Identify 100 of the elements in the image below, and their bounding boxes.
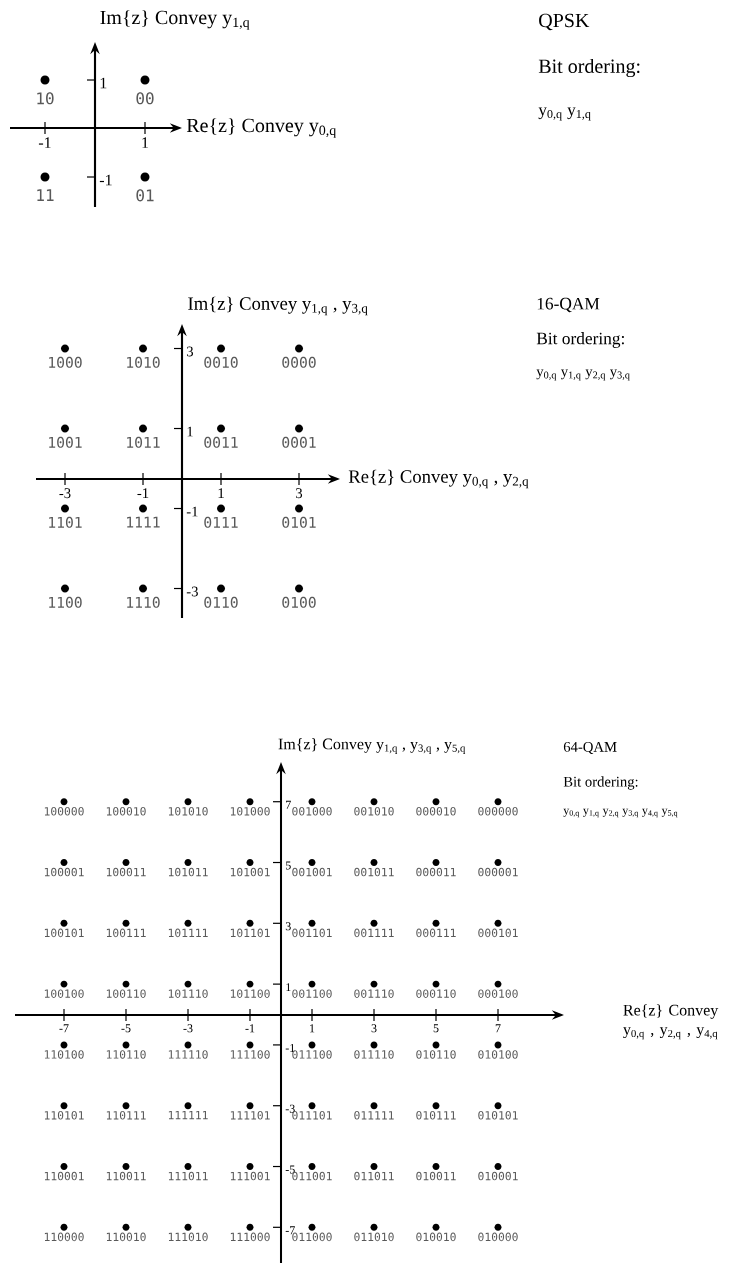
tick-label: -1: [137, 488, 149, 498]
bit-label: 011110: [354, 1050, 394, 1059]
bit-label: 010001: [478, 1171, 518, 1181]
bit-label: 1111: [127, 516, 160, 528]
panel-title: 64-QAM: [563, 741, 617, 755]
tick-label: 3: [296, 488, 303, 499]
bit-label: 110000: [44, 1232, 84, 1242]
tick-label: 3: [371, 1024, 377, 1033]
tick-label: 5: [433, 1024, 439, 1033]
bit-label: 001111: [354, 928, 394, 938]
tick-label: -3: [186, 586, 198, 597]
panel-title: 16-QAM: [537, 297, 600, 313]
bit-ordering-formula: y$_{0,q}$ y$_{1,q}$ y$_{2,q}$ y$_{3,q}$ y$_{4,q}$ y$_{5,q}$: [563, 808, 678, 818]
bit-label: 010101: [478, 1111, 518, 1120]
bit-label: 1010: [127, 356, 160, 368]
bit-label: 010111: [416, 1111, 456, 1120]
bit-ordering-formula: y$_{0,q}$ y$_{1,q}$: [538, 107, 591, 121]
bit-label: 100011: [106, 867, 146, 877]
tick-label: -3: [59, 488, 71, 499]
bit-label: 010011: [416, 1171, 456, 1181]
bit-label: 001101: [292, 928, 332, 938]
bit-label: 11: [37, 189, 54, 201]
axis-label: Im{z} Convey y$_{1,q}$: [100, 10, 250, 30]
bit-label: 000001: [478, 867, 518, 877]
tick-label: 1: [286, 983, 291, 992]
bit-label: 011010: [354, 1232, 394, 1242]
bit-label: 1100: [49, 596, 82, 608]
bit-label: 010000: [478, 1232, 518, 1242]
bit-label: 1101: [49, 516, 82, 528]
bit-label: 111110: [168, 1050, 208, 1059]
bit-label: 110111: [106, 1111, 146, 1120]
axis-label: Im{z} Convey y$_{1,q}$ , y$_{3,q}$: [188, 296, 368, 316]
bit-label: 111011: [168, 1171, 208, 1181]
bit-label: 100000: [44, 807, 84, 816]
bit-label: 101111: [168, 928, 208, 938]
tick-label: -1: [38, 137, 51, 148]
bit-label: 111010: [168, 1232, 208, 1242]
bit-ordering-label: Bit ordering:: [536, 332, 624, 348]
bit-label: 011000: [292, 1232, 332, 1242]
bit-label: 100010: [106, 807, 146, 816]
bit-label: 100111: [106, 928, 146, 938]
bit-label: 001001: [292, 867, 332, 877]
bit-label: 0010: [204, 356, 238, 368]
tick-label: 1: [100, 77, 107, 89]
tick-label: -7: [59, 1024, 69, 1033]
bit-label: 101000: [230, 807, 270, 816]
bit-label: 001110: [354, 989, 394, 998]
bit-ordering-formula: y$_{0,q}$ y$_{1,q}$ y$_{2,q}$ y$_{3,q}$: [536, 369, 630, 381]
bit-label: 000110: [416, 989, 456, 998]
axis-label: Re{z} Convey y$_{0,q}$ , y$_{2,q}$: [348, 469, 529, 489]
tick-label: 5: [285, 861, 291, 870]
tick-label: 3: [285, 922, 291, 931]
bit-label: 00: [136, 92, 154, 105]
bit-label: 010010: [416, 1232, 456, 1242]
tick-label: 7: [286, 800, 291, 809]
bit-label: 1110: [127, 596, 160, 608]
bit-label: 001010: [354, 807, 394, 816]
bit-label: 000101: [478, 928, 518, 938]
bit-label: 1001: [49, 436, 82, 448]
bit-label: 011111: [354, 1111, 394, 1120]
bit-label: 011011: [354, 1171, 394, 1181]
bit-label: 010110: [416, 1050, 456, 1059]
tick-label: -3: [285, 1104, 295, 1113]
bit-label: 011101: [292, 1111, 332, 1120]
bit-label: 110010: [106, 1232, 146, 1242]
bit-label: 000000: [478, 807, 518, 816]
bit-ordering-label: Bit ordering:: [538, 58, 640, 78]
bit-label: 100100: [44, 989, 84, 998]
tick-label: 1: [142, 137, 149, 148]
bit-label: 111100: [230, 1050, 270, 1059]
bit-label: 100110: [106, 989, 146, 998]
bit-label: 101010: [168, 807, 208, 816]
bit-label: 000111: [416, 928, 456, 938]
bit-label: 110100: [44, 1050, 84, 1059]
bit-label: 001100: [292, 989, 332, 998]
bit-label: 0111: [204, 516, 238, 528]
bit-label: 0000: [282, 356, 316, 368]
bit-label: 10: [37, 92, 54, 105]
bit-label: 101011: [168, 867, 208, 877]
bit-label: 101001: [230, 867, 270, 877]
bit-label: 001011: [354, 867, 394, 877]
tick-label: 1: [187, 426, 193, 437]
tick-label: -7: [285, 1226, 295, 1235]
tick-label: -3: [183, 1024, 193, 1033]
bit-label: 1000: [49, 356, 82, 368]
bit-label: 01: [136, 189, 154, 202]
bit-label: 100101: [44, 928, 84, 938]
bit-label: 111001: [230, 1171, 270, 1181]
bit-label: 000011: [416, 867, 456, 877]
bit-label: 110101: [44, 1111, 84, 1120]
bit-label: 010100: [478, 1050, 518, 1059]
tick-label: -1: [285, 1043, 295, 1052]
bit-label: 100001: [44, 867, 84, 877]
tick-label: -5: [121, 1024, 131, 1033]
bit-label: 111111: [168, 1111, 208, 1120]
bit-label: 110110: [106, 1050, 146, 1059]
bit-label: 111101: [230, 1111, 270, 1120]
bit-ordering-label: Bit ordering:: [563, 776, 638, 790]
bit-label: 110001: [44, 1171, 84, 1181]
bit-label: 000010: [416, 807, 456, 816]
